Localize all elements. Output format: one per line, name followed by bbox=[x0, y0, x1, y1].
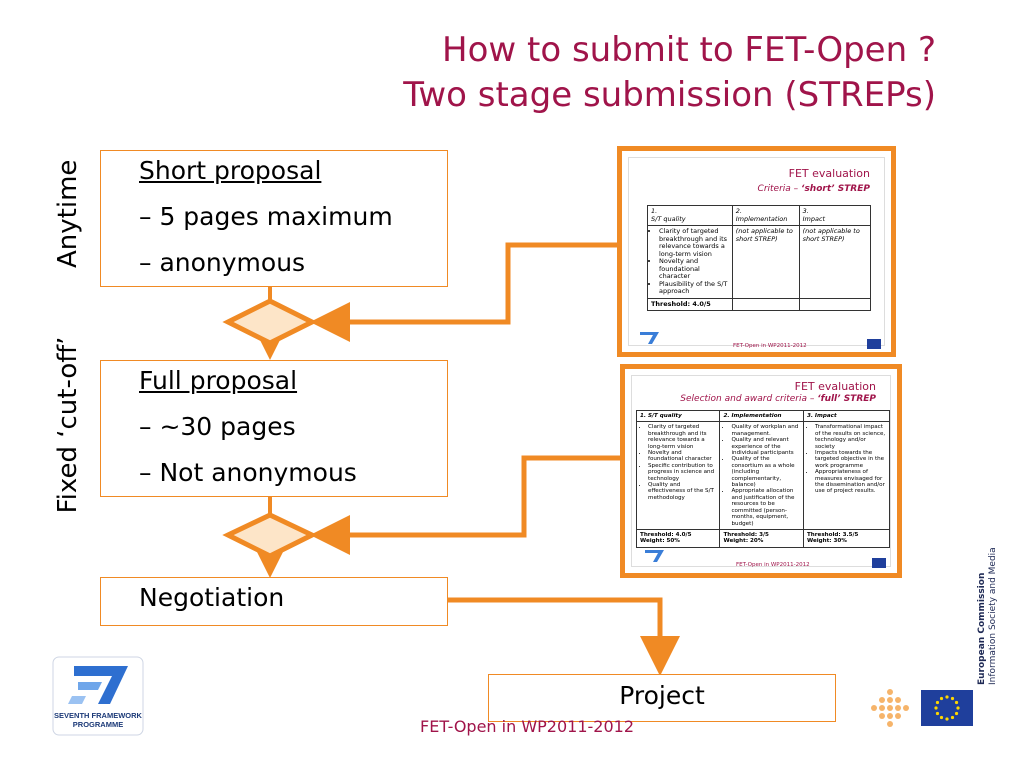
full-eval-thumbnail: FET evaluation Selection and award crite… bbox=[620, 364, 902, 578]
fp7-logo-line1: SEVENTH FRAMEWORK bbox=[54, 711, 143, 720]
fp7-logo: SEVENTH FRAMEWORK PROGRAMME bbox=[52, 656, 144, 736]
full-col2-criteria: Quality of workplan and management. Qual… bbox=[719, 421, 804, 530]
full-eval-subtitle: Selection and award criteria – ‘full’ ST… bbox=[680, 394, 876, 404]
eu-star-icon bbox=[939, 715, 944, 720]
eu-star-icon bbox=[945, 695, 949, 699]
fp7-mini-logo bbox=[640, 332, 659, 344]
eval-full-arrow bbox=[310, 455, 620, 555]
title-line-2: Two stage submission (STREPs) bbox=[403, 75, 936, 115]
ec-label: European Commission Information Society … bbox=[977, 547, 999, 685]
eu-mini-flag bbox=[872, 558, 886, 568]
eu-star-icon bbox=[934, 706, 938, 710]
ec-label-line2: Information Society and Media bbox=[988, 547, 998, 685]
negotiation-to-project-arrow bbox=[447, 597, 680, 676]
full-proposal-heading: Full proposal bbox=[139, 366, 298, 395]
full-proposal-box: Full proposal – ~30 pages – Not anonymou… bbox=[100, 360, 448, 497]
short-proposal-item-2: – anonymous bbox=[139, 248, 306, 277]
short-eval-slide: FET evaluation Criteria – ‘short’ STREP … bbox=[628, 157, 885, 349]
short-threshold: Threshold: 4.0/5 bbox=[647, 297, 733, 311]
title-line-1: How to submit to FET-Open ? bbox=[442, 30, 936, 70]
eu-star-icon bbox=[945, 717, 949, 721]
short-col2-criteria: (not applicable to short STREP) bbox=[731, 225, 800, 299]
full-col1-header: 1. S/T quality bbox=[635, 409, 721, 423]
short-col2-header: 2. Implementation bbox=[731, 205, 800, 226]
eu-mini-flag bbox=[867, 339, 881, 349]
ec-label-line1: European Commission bbox=[977, 572, 987, 685]
full-col1-criteria: Clarity of targeted breakthrough and its… bbox=[635, 421, 721, 530]
decision-diamond-1 bbox=[222, 298, 318, 346]
short-proposal-box: Short proposal – 5 pages maximum – anony… bbox=[100, 150, 448, 287]
eval-short-arrow bbox=[310, 242, 617, 342]
full-col3-header: 3. Impact bbox=[802, 409, 891, 423]
short-eval-thumbnail: FET evaluation Criteria – ‘short’ STREP … bbox=[617, 146, 896, 357]
eu-star-icon bbox=[935, 711, 940, 716]
full-eval-criteria-table: 1. S/T quality 2. Implementation 3. Impa… bbox=[635, 409, 891, 548]
eu-star-icon bbox=[950, 715, 955, 720]
full-proposal-item-1: – ~30 pages bbox=[139, 412, 296, 441]
negotiation-box: Negotiation bbox=[100, 577, 448, 626]
eu-star-icon bbox=[939, 696, 944, 701]
short-eval-criteria-table: 1. S/T quality 2. Implementation 3. Impa… bbox=[647, 205, 872, 311]
short-col1-header: 1. S/T quality bbox=[647, 205, 733, 226]
slide-title: How to submit to FET-Open ? Two stage su… bbox=[176, 28, 936, 118]
short-col3-criteria: (not applicable to short STREP) bbox=[798, 225, 872, 299]
project-label: Project bbox=[619, 681, 705, 710]
short-eval-title: FET evaluation bbox=[788, 167, 870, 180]
eu-star-icon bbox=[935, 700, 940, 705]
full-eval-footer: FET-Open in WP2011-2012 bbox=[736, 562, 810, 568]
negotiation-label: Negotiation bbox=[139, 583, 285, 612]
short-eval-footer: FET-Open in WP2011-2012 bbox=[733, 343, 807, 349]
short-proposal-item-1: – 5 pages maximum bbox=[139, 202, 393, 231]
short-eval-subtitle: Criteria – ‘short’ STREP bbox=[757, 184, 870, 194]
eu-star-icon bbox=[956, 706, 960, 710]
eu-star-icon bbox=[954, 711, 959, 716]
slide-footer: FET-Open in WP2011-2012 bbox=[420, 717, 635, 736]
decision-diamond-2 bbox=[222, 512, 318, 559]
full-col3-criteria: Transformational impact of the results o… bbox=[802, 421, 891, 530]
short-proposal-heading: Short proposal bbox=[139, 156, 322, 185]
project-box: Project bbox=[488, 674, 836, 722]
fp7-logo-line2: PROGRAMME bbox=[73, 720, 123, 729]
short-col1-criteria: Clarity of targeted breakthrough and its… bbox=[647, 225, 733, 299]
eu-star-icon bbox=[950, 696, 955, 701]
short-col3-header: 3. Impact bbox=[798, 205, 872, 226]
dot-cluster-decoration bbox=[871, 689, 909, 727]
eu-flag-icon bbox=[921, 690, 973, 726]
full-eval-title: FET evaluation bbox=[794, 380, 876, 393]
full-proposal-item-2: – Not anonymous bbox=[139, 458, 357, 487]
fp7-mini-logo bbox=[645, 550, 664, 562]
full-col2-header: 2. Implementation bbox=[719, 409, 804, 423]
full-eval-slide: FET evaluation Selection and award crite… bbox=[631, 375, 891, 568]
eu-star-icon bbox=[954, 700, 959, 705]
